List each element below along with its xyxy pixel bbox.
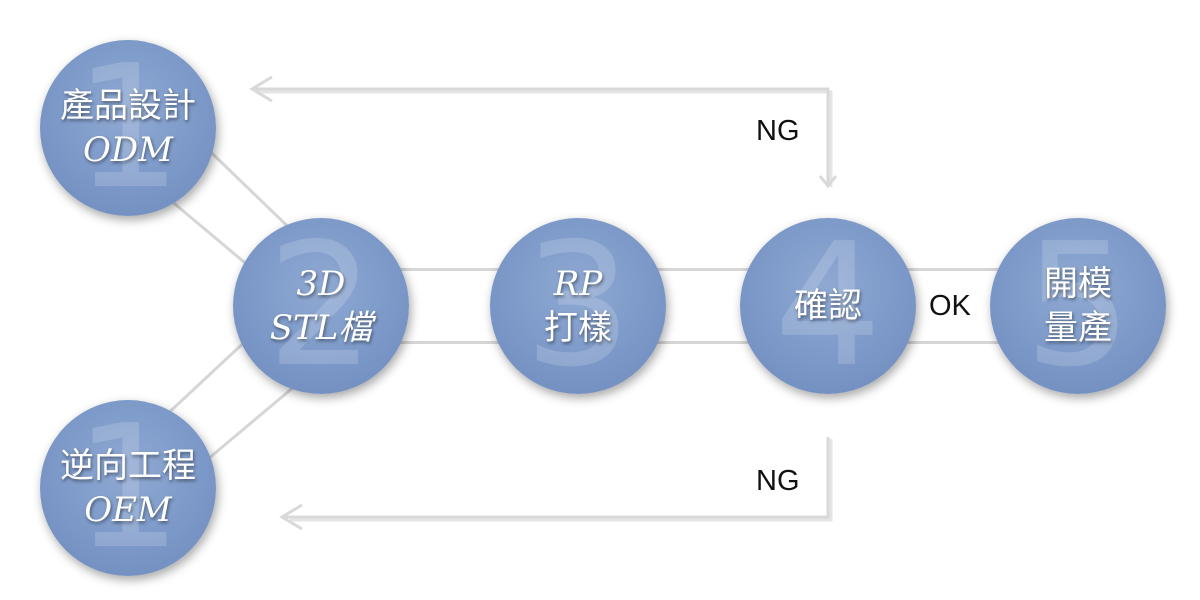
node-label-line1: 開模 <box>1044 264 1112 304</box>
node-label-line1: 3D <box>296 264 346 304</box>
node-label-line2: OEM <box>84 490 172 530</box>
ng-label-bottom: NG <box>756 465 800 497</box>
node-number: 5 <box>1023 218 1133 394</box>
ng-arrow-top <box>249 75 838 189</box>
node-3d-stl: 2 3D STL檔 <box>233 218 409 394</box>
node-label-line1: RP <box>553 264 603 304</box>
node-label: 開模 量產 <box>990 262 1166 350</box>
node-confirm: 4 確認 <box>740 218 916 394</box>
node-number: 2 <box>266 218 376 394</box>
node-oem-reverse-engineering: 1 逆向工程 OEM <box>40 400 216 576</box>
ng-label-top: NG <box>756 115 800 147</box>
node-label: RP 打樣 <box>490 262 666 350</box>
connector-confirm-mold <box>890 268 1020 344</box>
node-mold-production: 5 開模 量產 <box>990 218 1166 394</box>
ok-label: OK <box>929 290 971 322</box>
node-label-line1: 逆向工程 <box>60 446 196 486</box>
node-label-line2: STL檔 <box>269 308 373 348</box>
node-rp-prototype: 3 RP 打樣 <box>490 218 666 394</box>
ng-arrow-bottom <box>279 437 833 531</box>
node-number: 1 <box>73 400 183 576</box>
node-odm-design: 1 產品設計 ODM <box>40 40 216 216</box>
connector-rp-confirm <box>640 268 770 344</box>
node-label-line2: 量產 <box>1044 308 1112 348</box>
node-number: 3 <box>523 218 633 394</box>
node-label: 逆向工程 OEM <box>40 444 216 532</box>
connector-stl-rp <box>380 268 520 344</box>
node-label-line1: 確認 <box>794 286 862 326</box>
node-label: 確認 <box>740 284 916 328</box>
node-number: 4 <box>773 218 883 394</box>
node-label-line1: 產品設計 <box>60 86 196 126</box>
node-label: 產品設計 ODM <box>40 84 216 172</box>
node-number: 1 <box>73 40 183 216</box>
node-label: 3D STL檔 <box>233 262 409 350</box>
node-label-line2: ODM <box>83 130 173 170</box>
node-label-line2: 打樣 <box>544 308 612 348</box>
